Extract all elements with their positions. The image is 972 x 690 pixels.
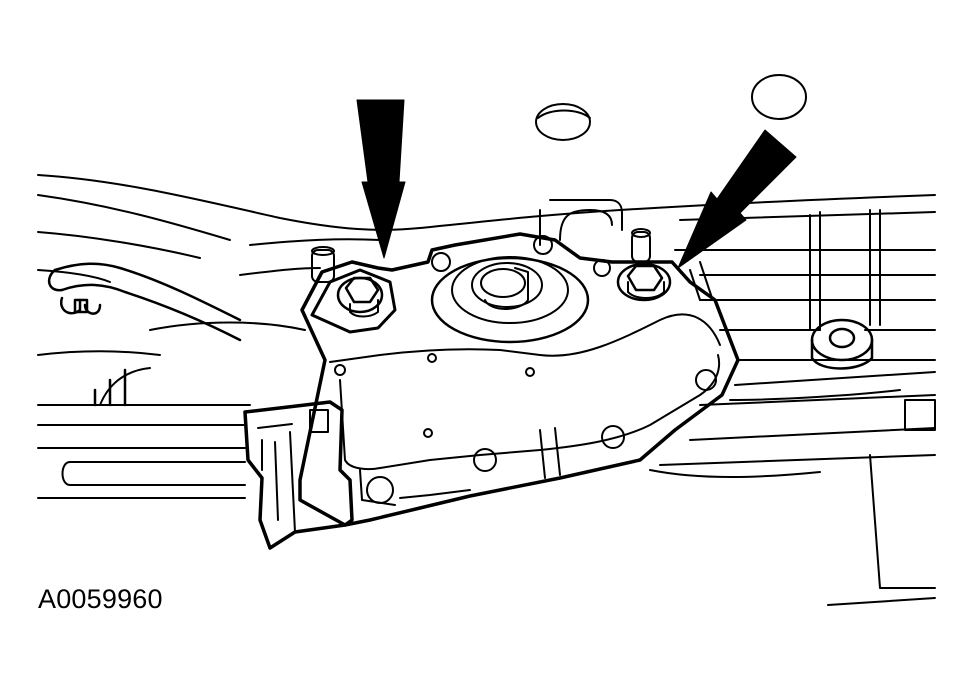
- electrical-connector: [243, 400, 354, 550]
- figure-id: A0059960: [38, 584, 163, 614]
- case-openings: [535, 74, 807, 141]
- shift-cable-bracket: [47, 262, 242, 407]
- right-mounting-bolt: [616, 261, 713, 302]
- range-sensor: [298, 232, 740, 527]
- left-mounting-bolt: [310, 268, 397, 334]
- arrow-right-bolt: [677, 129, 797, 269]
- arrow-left-bolt: [356, 99, 406, 259]
- case-studs: [311, 228, 651, 283]
- transmission-case: [37, 174, 936, 606]
- manual-lever-shaft: [430, 256, 590, 344]
- case-boss: [810, 318, 874, 370]
